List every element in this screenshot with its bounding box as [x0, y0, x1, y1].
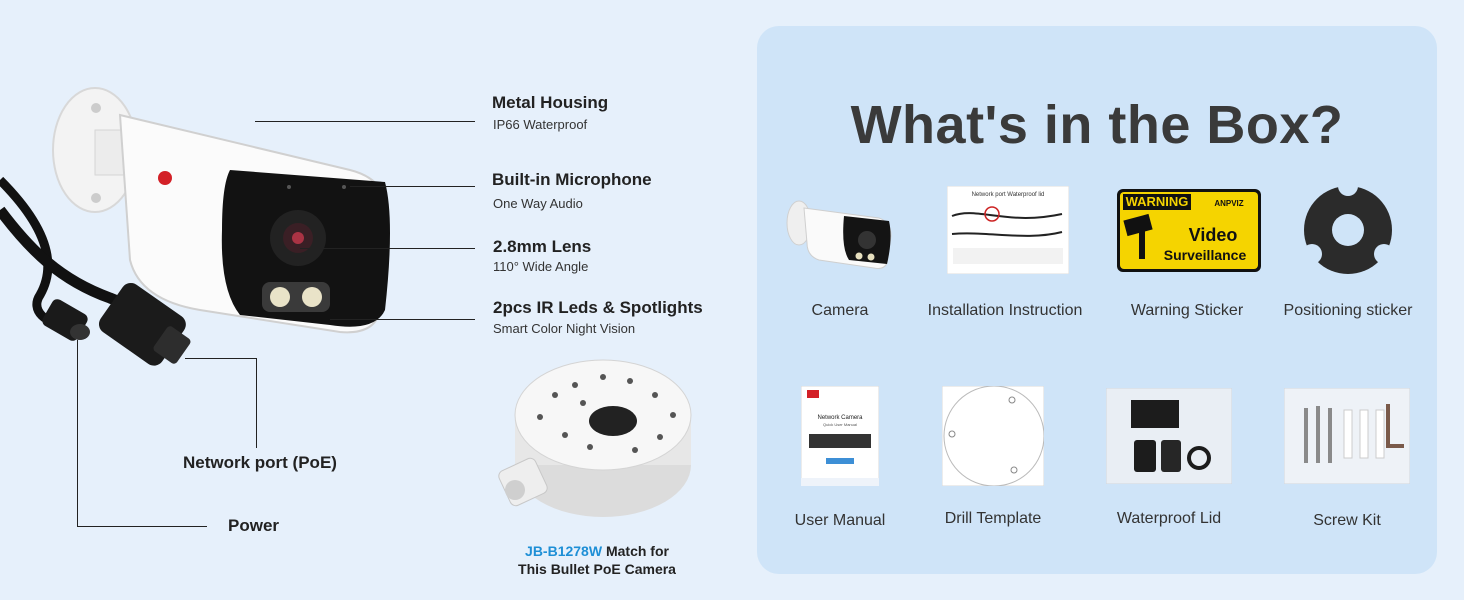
feature-title-leds: 2pcs IR Leds & Spotlights — [493, 298, 703, 317]
feature-subtitle-lens: 110° Wide Angle — [493, 259, 589, 274]
installation-instruction-thumbnail: Network port Waterproof lid — [947, 186, 1069, 274]
junction-box-model: JB-B1278W — [525, 543, 603, 559]
callout-line-power-v — [77, 340, 78, 526]
item-label-user-manual: User Manual — [794, 512, 886, 529]
screw-kit-thumbnail — [1284, 388, 1410, 484]
camera-illustration — [0, 87, 390, 366]
callout-line-lens — [300, 248, 475, 249]
positioning-sticker-thumbnail — [1302, 184, 1394, 274]
warning-line2-text: Surveillance — [1164, 247, 1247, 263]
callout-line-leds — [330, 319, 475, 320]
instruction-header-text: Network port Waterproof lid — [972, 192, 1045, 198]
warning-sticker-thumbnail: WARNING ANPVIZ Video Surveillance — [1117, 189, 1261, 272]
callout-line-housing — [255, 121, 475, 122]
whats-in-box-panel: What's in the Box? Network port Waterpro… — [757, 26, 1437, 574]
manual-subtitle-text: Quick User Manual — [823, 422, 857, 427]
item-label-installation-instruction: Installation Instruction — [927, 302, 1083, 319]
feature-title-microphone: Built-in Microphone — [492, 170, 652, 189]
junction-box-line1: Match for — [602, 543, 669, 559]
item-label-camera: Camera — [811, 302, 869, 319]
box-title: What's in the Box? — [850, 95, 1344, 155]
sticker-brand-text: ANPVIZ — [1214, 199, 1243, 208]
callout-line-network-h — [185, 358, 257, 359]
feature-title-housing: Metal Housing — [492, 93, 609, 112]
item-label-positioning-sticker: Positioning sticker — [1283, 302, 1413, 319]
feature-subtitle-housing: IP66 Waterproof — [493, 117, 588, 132]
warning-word-text: WARNING — [1126, 194, 1189, 209]
item-label-warning-sticker: Warning Sticker — [1130, 302, 1244, 319]
feature-subtitle-leds: Smart Color Night Vision — [493, 321, 636, 336]
power-label: Power — [228, 516, 280, 535]
callout-line-microphone — [350, 186, 475, 187]
junction-box-image — [498, 359, 692, 517]
manual-title-text: Network Camera — [817, 415, 863, 421]
junction-box-line2: This Bullet PoE Camera — [518, 561, 676, 577]
user-manual-thumbnail: Network Camera Quick User Manual — [801, 386, 879, 486]
network-port-label: Network port (PoE) — [183, 453, 337, 472]
camera-thumbnail — [786, 200, 892, 269]
warning-line1-text: Video — [1189, 225, 1238, 245]
item-label-waterproof-lid: Waterproof Lid — [1116, 510, 1222, 527]
callout-line-power-h — [77, 526, 207, 527]
item-label-screw-kit: Screw Kit — [1313, 512, 1381, 529]
feature-subtitle-microphone: One Way Audio — [493, 196, 583, 211]
item-label-drill-template: Drill Template — [944, 510, 1042, 527]
callout-line-network-v — [256, 358, 257, 448]
feature-title-lens: 2.8mm Lens — [493, 237, 592, 256]
junction-box-caption: JB-B1278W Match for This Bullet PoE Came… — [467, 542, 727, 578]
waterproof-lid-thumbnail — [1106, 388, 1232, 484]
drill-template-thumbnail — [942, 386, 1044, 486]
